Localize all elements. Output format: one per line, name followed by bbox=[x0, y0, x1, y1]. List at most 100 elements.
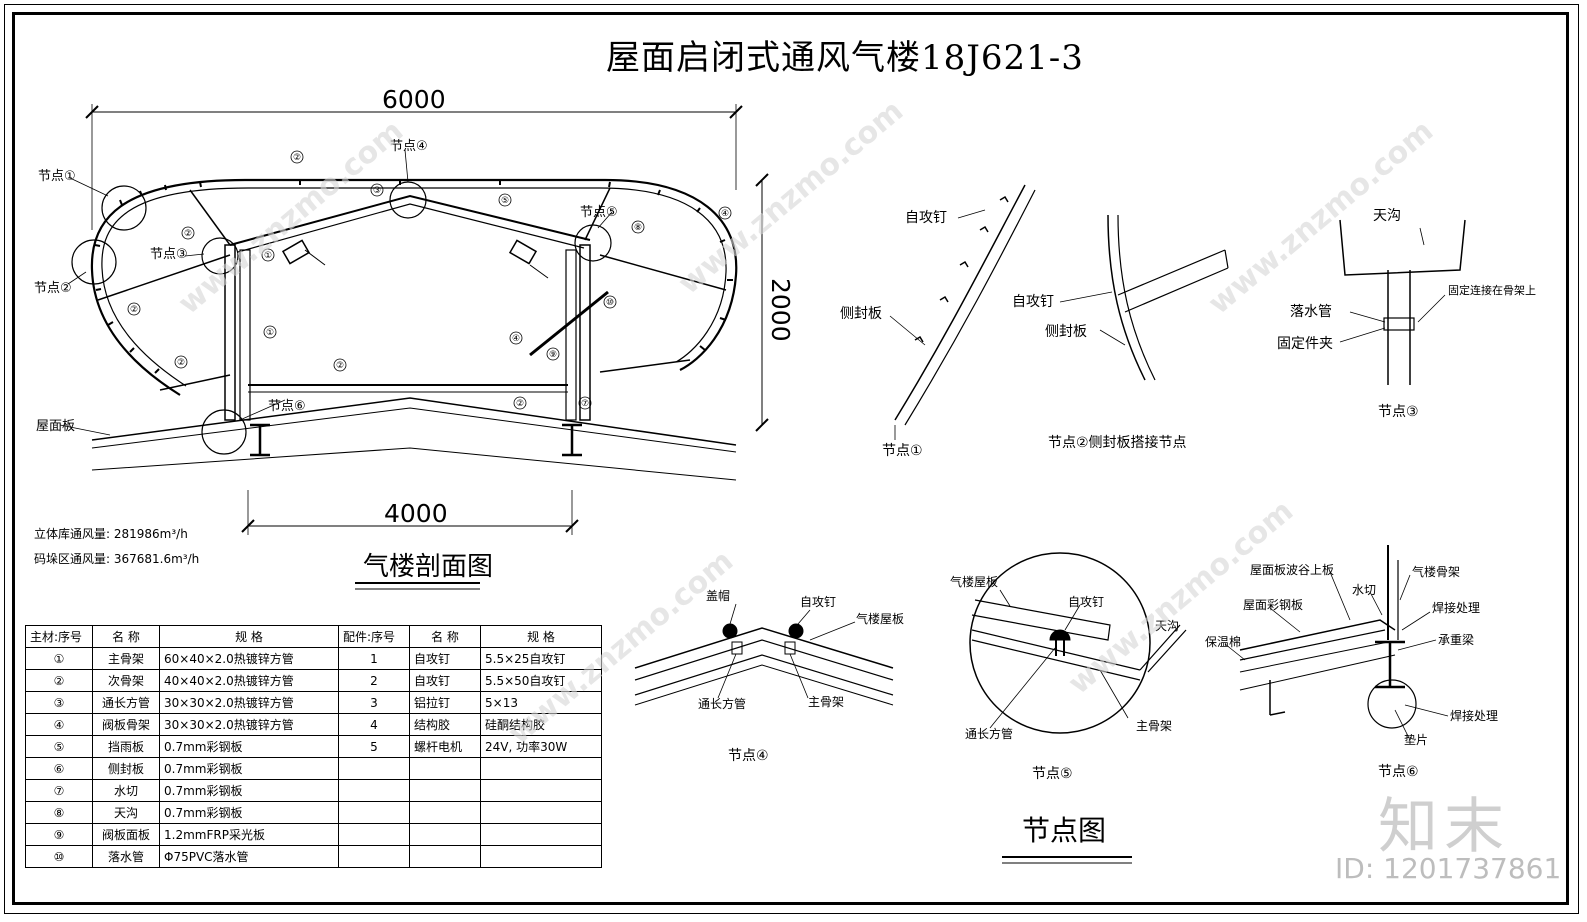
svg-text:⑩: ⑩ bbox=[606, 298, 614, 308]
table-cell: 侧封板 bbox=[92, 757, 160, 780]
table-cell: ⑤ bbox=[25, 735, 93, 758]
table-cell: 阀板面板 bbox=[92, 823, 160, 846]
table-header: 主材:序号 名 称 规 格 配件:序号 名 称 规 格 bbox=[25, 625, 602, 648]
outer-frame bbox=[4, 4, 1579, 914]
table-cell: 1 bbox=[338, 647, 410, 670]
svg-text:侧封板: 侧封板 bbox=[1045, 324, 1087, 340]
svg-text:④: ④ bbox=[721, 209, 729, 219]
table-cell bbox=[409, 779, 481, 802]
svg-text:④: ④ bbox=[512, 334, 520, 344]
svg-text:固定连接在骨架上: 固定连接在骨架上 bbox=[1448, 283, 1536, 297]
label-node5: 节点⑤ bbox=[580, 205, 618, 220]
svg-text:节点③: 节点③ bbox=[1378, 404, 1419, 420]
detail-5 bbox=[969, 552, 1187, 864]
table-cell: 天沟 bbox=[92, 801, 160, 824]
flow-rate-1: 立体库通风量: 281986m³/h bbox=[34, 526, 188, 541]
table-cell: 30×30×2.0热镀锌方管 bbox=[159, 691, 339, 714]
section-labels: 节点① 节点② 节点③ 节点④ 节点⑤ 节点⑥ 屋面板 bbox=[34, 139, 618, 434]
detail-3-labels: 天沟 落水管 固定连接在骨架上 固定件夹 节点③ bbox=[1277, 208, 1536, 420]
inner-frame bbox=[12, 12, 1569, 905]
table-cell bbox=[409, 801, 481, 824]
table-cell: ③ bbox=[25, 691, 93, 714]
svg-text:⑦: ⑦ bbox=[581, 399, 589, 409]
table-cell: 1.2mmFRP采光板 bbox=[159, 823, 339, 846]
table-cell: 60×40×2.0热镀锌方管 bbox=[159, 647, 339, 670]
table-cell: 阀板骨架 bbox=[92, 713, 160, 736]
svg-text:②: ② bbox=[293, 153, 301, 163]
detail-6 bbox=[1224, 545, 1449, 741]
table-cell: 0.7mm彩钢板 bbox=[159, 801, 339, 824]
table-cell: ⑩ bbox=[25, 845, 93, 868]
watermark-brand: 知末 bbox=[1378, 792, 1510, 862]
table-cell: ⑦ bbox=[25, 779, 93, 802]
svg-text:气楼屋板: 气楼屋板 bbox=[950, 574, 998, 589]
table-cell: ⑧ bbox=[25, 801, 93, 824]
svg-text:天沟: 天沟 bbox=[1155, 619, 1179, 633]
table-cell: 主骨架 bbox=[92, 647, 160, 670]
svg-text:②: ② bbox=[516, 399, 524, 409]
label-node4: 节点④ bbox=[390, 139, 428, 154]
svg-text:天沟: 天沟 bbox=[1373, 208, 1401, 224]
table-cell: 5.5×25自攻钉 bbox=[480, 647, 602, 670]
label-node3: 节点③ bbox=[150, 247, 188, 262]
table-cell: 0.7mm彩钢板 bbox=[159, 735, 339, 758]
table-cell: 自攻钉 bbox=[409, 669, 481, 692]
svg-text:屋面板波谷上板: 屋面板波谷上板 bbox=[1250, 563, 1334, 577]
table-cell bbox=[480, 845, 602, 868]
table-cell: 通长方管 bbox=[92, 691, 160, 714]
svg-text:⑨: ⑨ bbox=[549, 350, 557, 360]
svg-text:②: ② bbox=[130, 305, 138, 315]
svg-text:②: ② bbox=[184, 229, 192, 239]
svg-text:保温棉: 保温棉 bbox=[1205, 635, 1241, 649]
drawing-title: 屋面启闭式通风气楼18J621-3 bbox=[606, 38, 1084, 78]
detail-5-labels: 气楼屋板 自攻钉 天沟 通长方管 主骨架 节点⑤ bbox=[950, 574, 1179, 782]
section-title: 气楼剖面图 bbox=[363, 552, 493, 582]
table-cell: ⑨ bbox=[25, 823, 93, 846]
detail-6-labels: 屋面板波谷上板 水切 气楼骨架 屋面彩钢板 保温棉 焊接处理 承重梁 焊接处理 … bbox=[1205, 563, 1498, 780]
detail-1 bbox=[889, 184, 1036, 440]
section-view bbox=[59, 104, 769, 590]
table-cell: 24V, 功率30W bbox=[480, 735, 602, 758]
table-cell: 次骨架 bbox=[92, 669, 160, 692]
label-node2: 节点② bbox=[34, 281, 72, 296]
label-node1: 节点① bbox=[38, 169, 76, 184]
table-cell bbox=[338, 779, 410, 802]
svg-text:垫片: 垫片 bbox=[1404, 732, 1428, 747]
table-cell: 结构胶 bbox=[409, 713, 481, 736]
svg-text:①: ① bbox=[266, 328, 274, 338]
table-cell bbox=[409, 757, 481, 780]
watermark-id: ID: 1201737861 bbox=[1335, 852, 1562, 885]
svg-text:屋面彩钢板: 屋面彩钢板 bbox=[1243, 598, 1303, 612]
label-node6: 节点⑥ bbox=[268, 399, 306, 414]
dim-4000: 4000 bbox=[384, 499, 448, 528]
detail-3 bbox=[1339, 219, 1466, 385]
detail-4 bbox=[634, 603, 894, 706]
svg-text:节点⑥: 节点⑥ bbox=[1378, 764, 1419, 780]
table-cell bbox=[338, 823, 410, 846]
table-cell: 落水管 bbox=[92, 845, 160, 868]
detail-2 bbox=[1059, 214, 1229, 381]
svg-text:自攻钉: 自攻钉 bbox=[800, 595, 836, 609]
table-cell: 4 bbox=[338, 713, 410, 736]
table-cell bbox=[480, 757, 602, 780]
svg-text:通长方管: 通长方管 bbox=[965, 726, 1013, 741]
table-cell: 40×40×2.0热镀锌方管 bbox=[159, 669, 339, 692]
table-cell: ① bbox=[25, 647, 93, 670]
table-cell: 硅酮结构胶 bbox=[480, 713, 602, 736]
svg-text:承重梁: 承重梁 bbox=[1438, 632, 1474, 647]
table-cell: 自攻钉 bbox=[409, 647, 481, 670]
detail-1-labels: 自攻钉 侧封板 节点① bbox=[840, 210, 947, 459]
table-cell bbox=[480, 823, 602, 846]
svg-text:②: ② bbox=[336, 361, 344, 371]
svg-text:主骨架: 主骨架 bbox=[808, 695, 844, 709]
table-cell bbox=[409, 845, 481, 868]
